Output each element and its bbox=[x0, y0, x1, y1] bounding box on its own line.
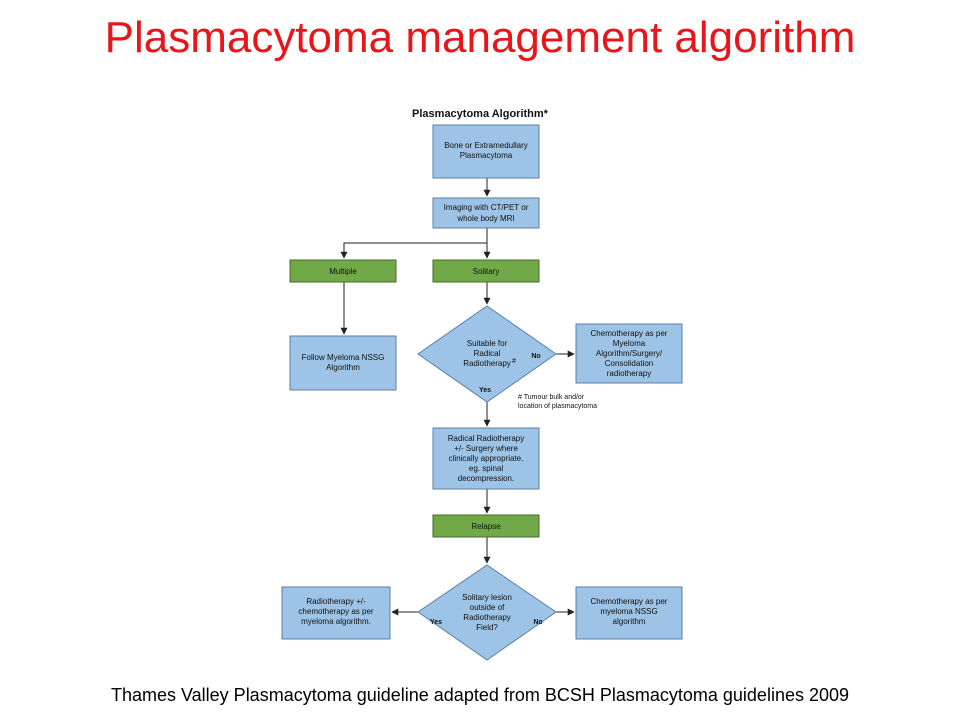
svg-text:whole body MRI: whole body MRI bbox=[456, 214, 514, 223]
connectors bbox=[340, 178, 575, 616]
node-radical-radiotherapy: Radical Radiotherapy +/- Surgery where c… bbox=[432, 427, 540, 490]
node-start: Bone or Extramedullary Plasmacytoma bbox=[432, 124, 540, 179]
svg-text:Radiotherapy +/-: Radiotherapy +/- bbox=[306, 597, 366, 606]
node-follow-nssg: Follow Myeloma NSSG Algorithm bbox=[289, 335, 397, 391]
svg-text:Relapse: Relapse bbox=[471, 522, 501, 531]
node-multiple: Multiple bbox=[289, 259, 397, 283]
label-no-suitable: No bbox=[531, 353, 540, 360]
slide-title: Plasmacytoma management algorithm bbox=[104, 13, 856, 62]
svg-text:Imaging with CT/PET or: Imaging with CT/PET or bbox=[444, 203, 529, 212]
svg-text:location of plasmacytoma: location of plasmacytoma bbox=[518, 403, 597, 410]
svg-text:Solitary lesion: Solitary lesion bbox=[462, 593, 512, 602]
svg-text:Chemotherapy as per: Chemotherapy as per bbox=[591, 597, 668, 606]
svg-text:eg. spinal: eg. spinal bbox=[469, 464, 503, 473]
label-no-lesion: No bbox=[533, 619, 542, 626]
svg-text:decompression.: decompression. bbox=[458, 474, 514, 483]
svg-text:Plasmacytoma: Plasmacytoma bbox=[460, 151, 513, 160]
svg-text:Radical Radiotherapy: Radical Radiotherapy bbox=[448, 434, 525, 443]
svg-text:clinically appropriate.: clinically appropriate. bbox=[449, 454, 524, 463]
svg-text:Radical: Radical bbox=[474, 349, 501, 358]
node-chemo-nssg: Chemotherapy as per myeloma NSSG algorit… bbox=[575, 586, 683, 640]
flowchart-heading: Plasmacytoma Algorithm* bbox=[412, 108, 549, 120]
node-solitary-lesion-diamond: Solitary lesion outside of Radiotherapy … bbox=[417, 564, 557, 661]
svg-text:Bone or Extramedullary: Bone or Extramedullary bbox=[444, 141, 528, 150]
svg-text:outside of: outside of bbox=[470, 603, 505, 612]
label-yes-lesion: Yes bbox=[430, 619, 442, 626]
svg-text:radiotherapy: radiotherapy bbox=[607, 369, 651, 378]
node-relapse: Relapse bbox=[432, 514, 540, 538]
node-imaging: Imaging with CT/PET or whole body MRI bbox=[432, 197, 540, 229]
svg-text:#: # bbox=[512, 358, 516, 365]
svg-text:Suitable for: Suitable for bbox=[467, 339, 508, 348]
svg-text:Solitary: Solitary bbox=[473, 267, 500, 276]
svg-text:Myeloma: Myeloma bbox=[613, 339, 646, 348]
footnote: # Tumour bulk and/or location of plasmac… bbox=[518, 394, 597, 410]
svg-text:chemotherapy as per: chemotherapy as per bbox=[298, 607, 373, 616]
node-solitary: Solitary bbox=[432, 259, 540, 283]
svg-text:Radiotherapy: Radiotherapy bbox=[463, 359, 511, 368]
label-yes-suitable: Yes bbox=[479, 387, 491, 394]
svg-text:Field?: Field? bbox=[476, 623, 498, 632]
svg-text:Multiple: Multiple bbox=[329, 267, 357, 276]
svg-text:myeloma algorithm.: myeloma algorithm. bbox=[301, 617, 371, 626]
node-chemo-first: Chemotherapy as per Myeloma Algorithm/Su… bbox=[575, 323, 683, 384]
node-rt-chemo: Radiotherapy +/- chemotherapy as per mye… bbox=[281, 586, 391, 640]
svg-text:Algorithm/Surgery/: Algorithm/Surgery/ bbox=[596, 349, 663, 358]
svg-text:+/- Surgery where: +/- Surgery where bbox=[454, 444, 518, 453]
svg-text:algorithm: algorithm bbox=[613, 617, 646, 626]
svg-text:Consolidation: Consolidation bbox=[605, 359, 653, 368]
arrow-imaging-to-multiple bbox=[340, 242, 487, 259]
svg-text:Follow Myeloma NSSG: Follow Myeloma NSSG bbox=[302, 353, 385, 362]
svg-text:myeloma NSSG: myeloma NSSG bbox=[600, 607, 657, 616]
node-suitable-diamond: Suitable for Radical Radiotherapy # bbox=[417, 305, 557, 403]
svg-text:Radiotherapy: Radiotherapy bbox=[463, 613, 511, 622]
svg-text:Chemotherapy as per: Chemotherapy as per bbox=[591, 329, 668, 338]
slide-footer: Thames Valley Plasmacytoma guideline ada… bbox=[110, 685, 850, 705]
svg-text:Algorithm: Algorithm bbox=[326, 363, 360, 372]
svg-text:# Tumour bulk and/or: # Tumour bulk and/or bbox=[518, 394, 585, 401]
